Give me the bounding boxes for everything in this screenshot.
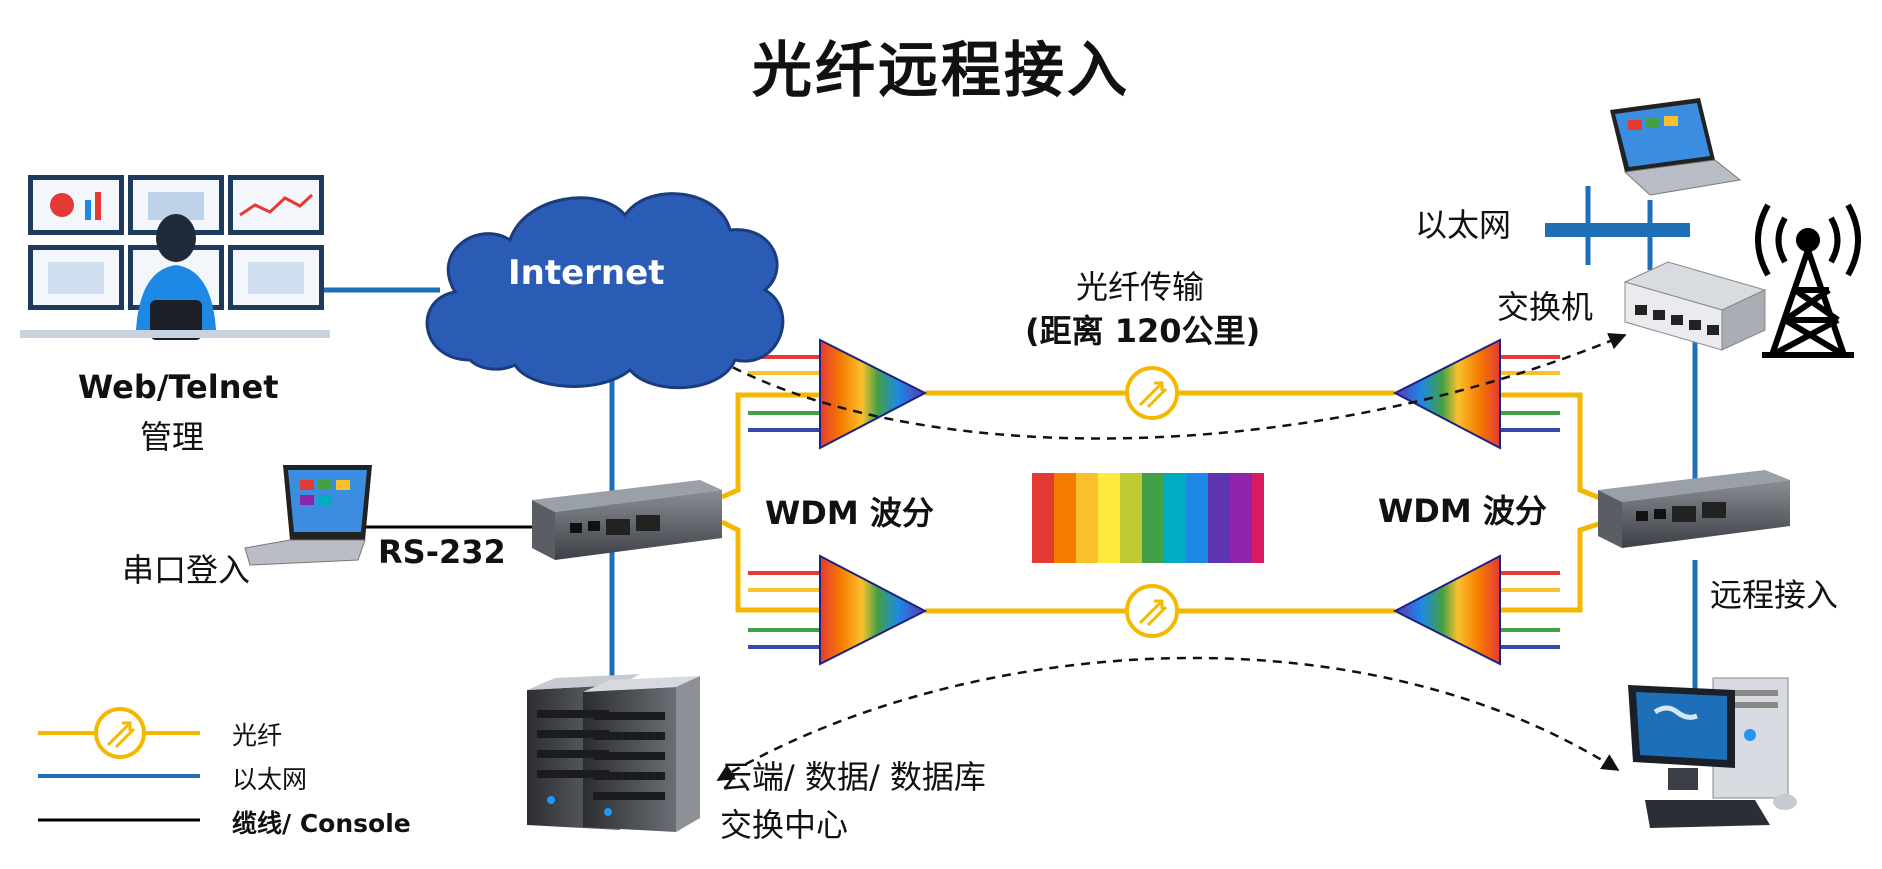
internet-label: Internet [508, 253, 665, 293]
wdm-prism-icon [819, 338, 928, 450]
legend-fiber-label: 光纤 [232, 721, 283, 750]
antenna-tower-icon [1755, 203, 1861, 358]
wdm-right-label: WDM 波分 [1378, 492, 1547, 530]
wdm-prism-icon [819, 554, 928, 666]
cloud-data-label: 云端/ 数据/ 数据库 [720, 758, 986, 796]
server-rack-icon [527, 674, 700, 832]
spectrum-bar [1032, 473, 1264, 563]
legend-fiber-line [38, 707, 200, 759]
web-telnet-label: Web/Telnet [78, 368, 279, 406]
exchange-center-label: 交换中心 [720, 806, 849, 844]
media-converter-icon [532, 480, 722, 560]
switch-icon [1623, 261, 1767, 351]
fiber-lines [720, 390, 1606, 614]
remote-access-label: 远程接入 [1710, 576, 1839, 614]
manage-label: 管理 [140, 418, 205, 456]
distance-label: (距离 120公里) [1025, 312, 1261, 350]
laptop-icon [1610, 98, 1742, 196]
wdm-fanout-left-bottom [748, 571, 820, 649]
monitor-wall-operator-icon [20, 175, 330, 340]
wdm-prism-icon [1392, 554, 1501, 666]
laptop-icon [244, 465, 372, 566]
desktop-computer-icon [1628, 677, 1797, 828]
fiber-coupler-icon [94, 707, 146, 759]
fiber-transmission-label: 光纤传输 [1076, 268, 1205, 306]
legend-ethernet-label: 以太网 [232, 765, 308, 794]
ethernet-label: 以太网 [1415, 206, 1512, 244]
cloud-icon [425, 192, 785, 390]
serial-login-label: 串口登入 [122, 551, 251, 589]
wdm-left-label: WDM 波分 [765, 494, 934, 532]
fiber-coupler-icon [1125, 584, 1179, 638]
dashed-link-top [703, 332, 1627, 440]
dashed-link-bottom [716, 656, 1620, 782]
legend-cable-label: 缆线/ Console [232, 809, 411, 838]
page-title: 光纤远程接入 [752, 36, 1130, 106]
media-converter-icon [1598, 470, 1790, 548]
ethernet-lines [320, 186, 1698, 690]
rs232-label: RS-232 [378, 533, 506, 571]
switch-label: 交换机 [1497, 288, 1594, 326]
wdm-fanout-right-bottom [1500, 571, 1560, 649]
fiber-coupler-icon [1125, 366, 1179, 420]
